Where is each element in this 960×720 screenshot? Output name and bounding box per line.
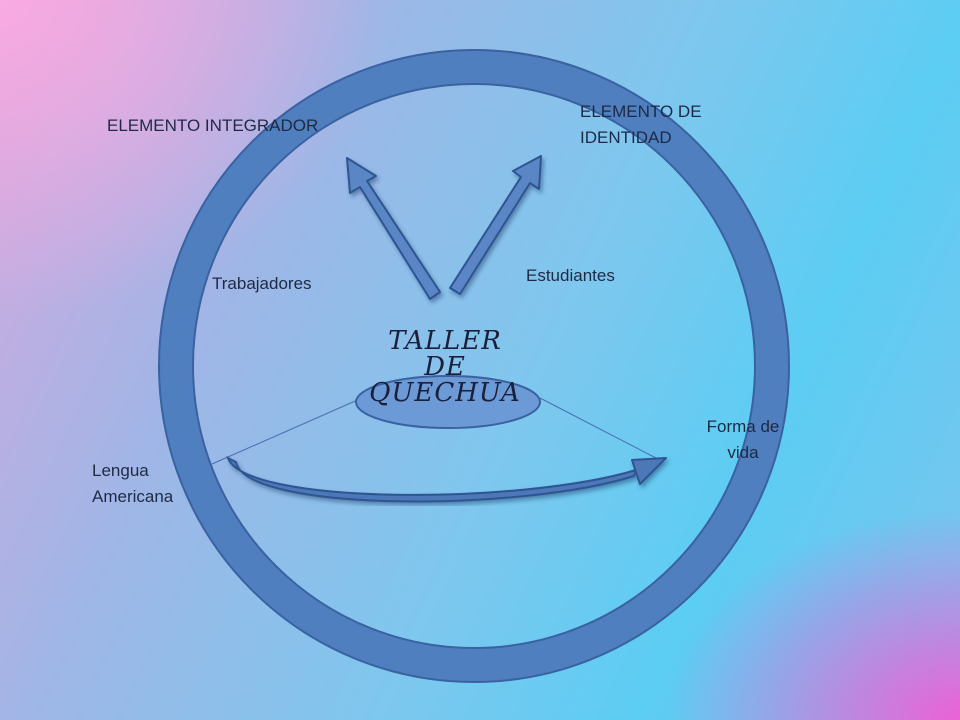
label-lengua-line-2: Americana [92, 487, 174, 506]
label-forma-line-1: Forma de [706, 417, 780, 436]
outer-ring-fill [160, 51, 788, 681]
arrow-elemento-identidad [449, 155, 542, 295]
label-elemento-identidad-line-2: IDENTIDAD [580, 128, 672, 147]
label-elemento-identidad-line-1: ELEMENTO DE [580, 102, 702, 121]
label-forma-line-2: vida [727, 443, 759, 462]
label-forma-de-vida: Forma de vida [688, 414, 798, 466]
arrow-elemento-integrador [346, 157, 441, 300]
label-lengua-americana: Lengua Americana [92, 458, 173, 510]
label-trabajadores: Trabajadores [212, 274, 312, 293]
label-estudiantes: Estudiantes [526, 266, 615, 285]
connector-line-left [211, 397, 363, 465]
curved-arrow [226, 455, 667, 503]
center-title-line-3: QUECHUA [369, 378, 521, 408]
center-title-line-2: DE [424, 352, 466, 382]
label-lengua-line-1: Lengua [92, 461, 149, 480]
center-title-line-1: TALLER [388, 326, 502, 356]
center-ellipse [355, 375, 541, 429]
connector-line-right [539, 397, 657, 459]
label-elemento-identidad: ELEMENTO DE IDENTIDAD [580, 99, 702, 151]
label-elemento-integrador: ELEMENTO INTEGRADOR [107, 116, 319, 135]
center-title: TALLER DE QUECHUA [355, 328, 535, 406]
